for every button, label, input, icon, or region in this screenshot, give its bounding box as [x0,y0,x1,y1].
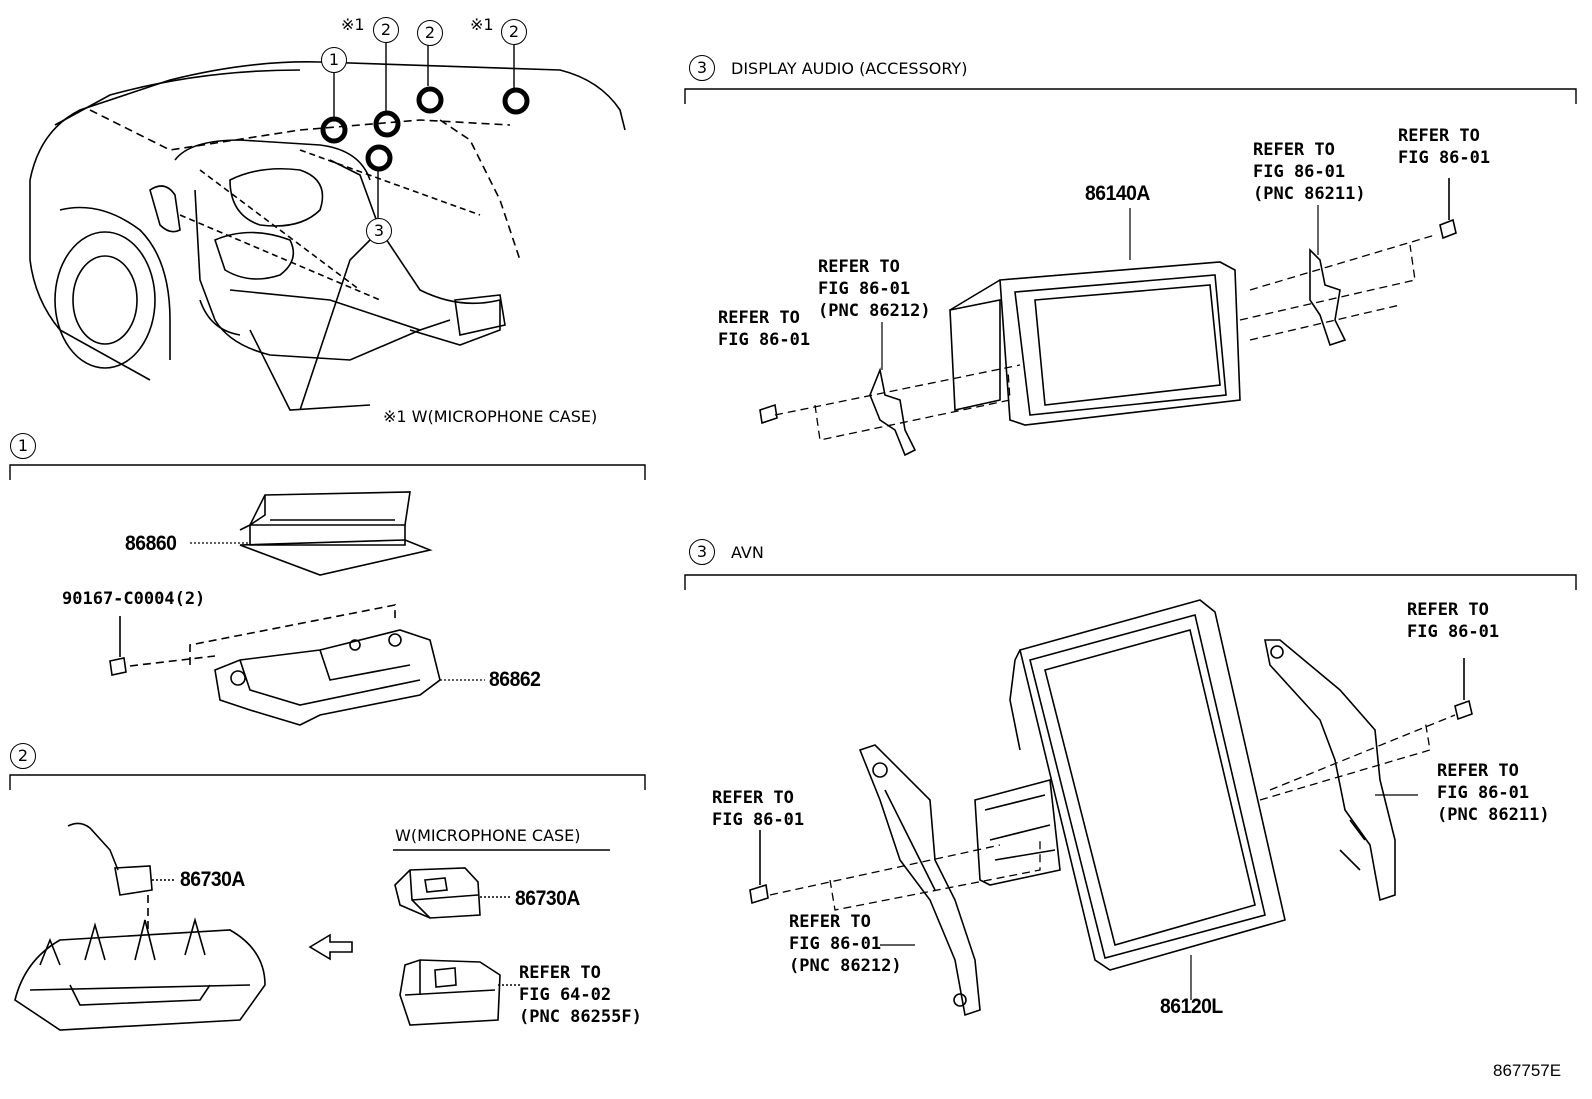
section3b-leaders [880,794,1418,1000]
note-symbol-2: ※1 [470,15,494,34]
mic-86730A-left-drawing [67,822,175,930]
avn-bracket-left-drawing [858,744,981,1017]
marker-2c: 2 [501,19,527,45]
refer-3b-bracket-left: REFER TO FIG 86-01 (PNC 86212) [789,912,902,976]
refer-3a-bracket-right: REFER TO FIG 86-01 (PNC 86211) [1253,140,1366,204]
section3a-title: DISPLAY AUDIO (ACCESSORY) [731,59,968,78]
marker-2a: 2 [373,17,399,43]
avn-dashes [769,714,1456,911]
part-86730A-right-label: 86730A [515,887,580,910]
marker-3: 3 [366,218,392,244]
bolt-3b-right [1454,658,1473,721]
part-86860-label: 86860 [125,532,177,555]
car-interior-illustration [29,61,626,411]
mic-case-86255F-drawing [399,959,520,1026]
refer-3b-bracket-right: REFER TO FIG 86-01 (PNC 86211) [1437,761,1550,825]
display-audio-brackets [869,248,1347,457]
section2-index: 2 [10,743,36,769]
overhead-console-drawing [14,917,266,1031]
bolt-3b-left [749,830,769,905]
section3a-leaders [881,205,1319,370]
note-symbol-1: ※1 [341,15,365,34]
arrow-left-icon [308,933,353,961]
microphone-case-title: W(MICROPHONE CASE) [395,826,581,845]
avn-bracket-right-drawing [1264,639,1396,902]
display-86120L-drawing [974,599,1286,971]
bracket-86862-drawing [129,604,441,726]
refer-3b-bolt-right: REFER TO FIG 86-01 [1407,600,1500,642]
ecu-86860-drawing [239,491,433,576]
part-86140A-label: 86140A [1085,182,1150,205]
location-dots [320,86,530,172]
refer-3a-bolt-left: REFER TO FIG 86-01 [718,308,811,350]
part-90167-label: 90167-C0004(2) [62,589,206,609]
microphone-case-note: ※1 W(MICROPHONE CASE) [383,407,598,426]
overview-leader-lines [333,42,515,218]
display-86140A-drawing [949,261,1241,426]
part-86862-label: 86862 [489,668,541,691]
refer-3a-bracket-left: REFER TO FIG 86-01 (PNC 86212) [818,257,931,321]
section3a-index: 3 [689,55,715,81]
bolt-3a-right [1439,178,1457,240]
bolt-3a-left [759,403,778,425]
mic-86730A-right-drawing [394,867,510,919]
section1-index: 1 [10,433,36,459]
bolt-90167-drawing [109,616,127,676]
part-86120L-label: 86120L [1160,995,1223,1018]
marker-2b: 2 [417,20,443,46]
figure-id: 867757E [1493,1061,1562,1080]
marker-1: 1 [321,47,347,73]
refer-3a-bolt-right: REFER TO FIG 86-01 [1398,126,1491,168]
part-86730A-left-label: 86730A [180,868,245,891]
section3b-title: AVN [731,543,764,562]
section3b-index: 3 [689,539,715,565]
section1-leaders [190,542,485,681]
refer-fig-64-02: REFER TO FIG 64-02 (PNC 86255F) [519,963,642,1027]
refer-3b-bolt-left: REFER TO FIG 86-01 [712,788,805,830]
section-brackets [9,88,1577,851]
display-audio-dashes [774,234,1436,441]
